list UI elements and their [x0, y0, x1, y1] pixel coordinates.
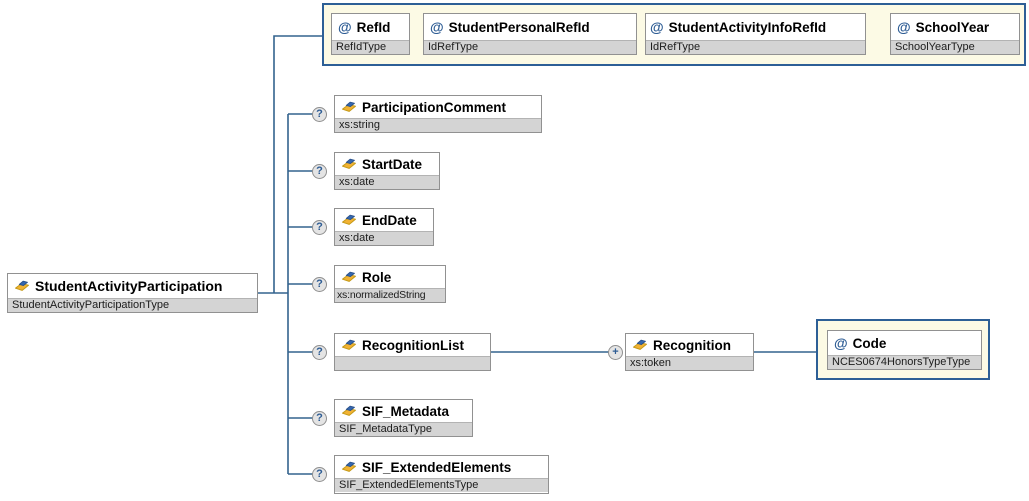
element-box-student-activity-participation[interactable]: StudentActivityParticipation StudentActi… — [7, 273, 258, 313]
attribute-type: RefIdType — [332, 40, 409, 54]
attribute-at-icon: @ — [897, 19, 911, 35]
element-icon — [341, 405, 357, 418]
element-box-sif-metadata[interactable]: SIF_Metadata SIF_MetadataType — [334, 399, 473, 437]
optional-indicator-icon: ? — [312, 344, 327, 360]
element-icon — [341, 214, 357, 227]
attribute-name: RefId — [356, 19, 391, 35]
element-name: ParticipationComment — [362, 99, 507, 115]
element-box-sif-extended-elements[interactable]: SIF_ExtendedElements SIF_ExtendedElement… — [334, 455, 549, 494]
optional-indicator-icon: ? — [312, 163, 327, 179]
element-type — [335, 356, 490, 370]
element-type: xs:token — [626, 356, 753, 370]
attribute-type: SchoolYearType — [891, 40, 1019, 54]
optional-indicator-icon: ? — [312, 219, 327, 235]
element-icon — [14, 280, 30, 293]
element-box-end-date[interactable]: EndDate xs:date — [334, 208, 434, 246]
element-name: Recognition — [653, 337, 731, 353]
element-name: SIF_Metadata — [362, 403, 450, 419]
element-name: Role — [362, 269, 392, 285]
element-type: xs:date — [335, 231, 433, 245]
attribute-name: SchoolYear — [915, 19, 990, 35]
attribute-name: StudentPersonalRefId — [448, 19, 590, 35]
element-type: xs:normalizedString — [335, 288, 445, 302]
attribute-box-code[interactable]: @ Code NCES0674HonorsTypeType — [827, 330, 982, 370]
attribute-at-icon: @ — [834, 335, 848, 351]
attribute-at-icon: @ — [430, 19, 444, 35]
element-name: RecognitionList — [362, 337, 464, 353]
element-icon — [632, 339, 648, 352]
attribute-box-refid[interactable]: @ RefId RefIdType — [331, 13, 410, 55]
repeating-indicator-icon: + — [608, 344, 623, 360]
element-name: StudentActivityParticipation — [35, 278, 223, 294]
attribute-at-icon: @ — [338, 19, 352, 35]
element-name: SIF_ExtendedElements — [362, 459, 512, 475]
attribute-at-icon: @ — [650, 19, 664, 35]
optional-indicator-icon: ? — [312, 106, 327, 122]
attribute-type: NCES0674HonorsTypeType — [828, 355, 981, 369]
attribute-box-student-activity-info-refid[interactable]: @ StudentActivityInfoRefId IdRefType — [645, 13, 866, 55]
attribute-type: IdRefType — [424, 40, 636, 54]
optional-indicator-icon: ? — [312, 466, 327, 482]
element-box-participation-comment[interactable]: ParticipationComment xs:string — [334, 95, 542, 133]
element-icon — [341, 101, 357, 114]
element-box-role[interactable]: Role xs:normalizedString — [334, 265, 446, 303]
optional-indicator-icon: ? — [312, 410, 327, 426]
attribute-box-student-personal-refid[interactable]: @ StudentPersonalRefId IdRefType — [423, 13, 637, 55]
element-type: xs:string — [335, 118, 541, 132]
element-box-recognition[interactable]: Recognition xs:token — [625, 333, 754, 371]
element-icon — [341, 339, 357, 352]
element-icon — [341, 158, 357, 171]
element-box-recognition-list[interactable]: RecognitionList — [334, 333, 491, 371]
element-box-start-date[interactable]: StartDate xs:date — [334, 152, 440, 190]
element-icon — [341, 461, 357, 474]
element-name: EndDate — [362, 212, 417, 228]
element-type: SIF_ExtendedElementsType — [335, 478, 548, 492]
element-type: StudentActivityParticipationType — [8, 298, 257, 312]
attribute-name: StudentActivityInfoRefId — [668, 19, 827, 35]
element-name: StartDate — [362, 156, 423, 172]
attribute-name: Code — [852, 335, 887, 351]
element-type: xs:date — [335, 175, 439, 189]
attribute-box-school-year[interactable]: @ SchoolYear SchoolYearType — [890, 13, 1020, 55]
attribute-type: IdRefType — [646, 40, 865, 54]
element-icon — [341, 271, 357, 284]
optional-indicator-icon: ? — [312, 276, 327, 292]
element-type: SIF_MetadataType — [335, 422, 472, 436]
